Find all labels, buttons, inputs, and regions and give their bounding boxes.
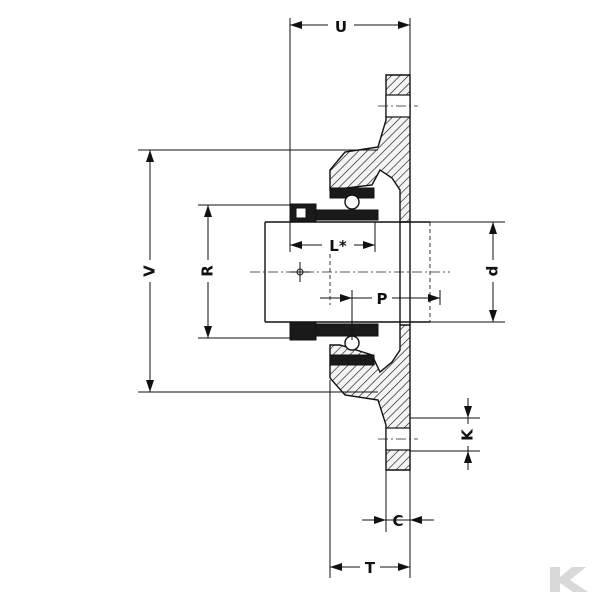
dimension-u: U <box>289 16 411 215</box>
housing-upper <box>329 74 418 223</box>
dimension-k: K <box>410 398 480 470</box>
label-d: d <box>484 266 502 277</box>
bearing-lower <box>289 321 379 366</box>
label-t: T <box>365 559 376 577</box>
dimension-l: L* <box>289 222 376 255</box>
label-v: V <box>141 265 159 277</box>
dimension-r: R <box>198 204 292 339</box>
dimension-t: T <box>329 380 411 578</box>
dimension-p: P <box>320 289 441 340</box>
label-p: P <box>377 290 388 308</box>
label-l: L* <box>329 237 347 255</box>
watermark-logo <box>550 567 588 592</box>
shaft <box>250 221 450 323</box>
dimension-d: d <box>430 221 505 323</box>
housing-lower <box>329 324 418 471</box>
label-c: C <box>392 512 403 530</box>
dimension-c: C <box>362 470 434 532</box>
bearing-upper <box>289 187 379 223</box>
label-r: R <box>199 265 217 277</box>
label-k: K <box>459 428 477 441</box>
dimension-v: V <box>138 149 378 393</box>
label-u: U <box>335 18 347 36</box>
